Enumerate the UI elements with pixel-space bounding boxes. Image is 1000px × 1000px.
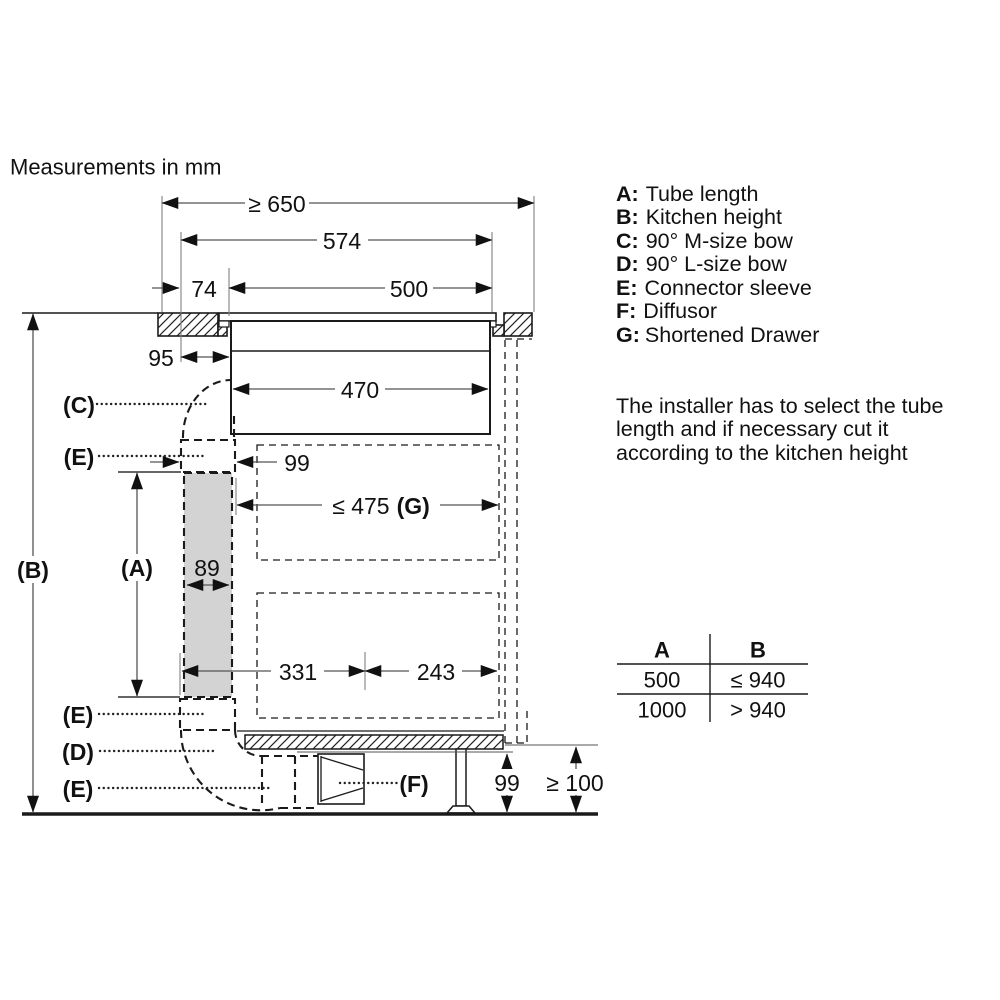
plinth-panel — [244, 734, 504, 750]
table-cell-a1: 500 — [644, 668, 681, 693]
dim-value-worktop-depth: ≥ 650 — [248, 191, 305, 217]
label-sleeve-mid: (E) — [63, 702, 94, 728]
diffusor-funnel-bottom — [320, 787, 364, 802]
ab-table: A B 500 ≤ 940 1000 > 940 — [617, 634, 808, 723]
dim-value-hob-body-width: 470 — [341, 377, 379, 403]
dim-value-tube-width: 89 — [194, 555, 220, 581]
worktop-hatch-right — [503, 312, 533, 337]
part-labels: (C) (E) (B) (A) (E) (D) (E) (F) — [17, 392, 429, 802]
label-sleeve-top: (E) — [64, 444, 95, 470]
foot-stem — [455, 748, 467, 807]
dimension-lines — [26, 196, 583, 813]
cabinet-outlines — [256, 338, 532, 744]
dim-value-floor-clearance: ≥ 100 — [546, 770, 603, 796]
dim-value-drawer-depth: ≤ 475(G) — [332, 493, 430, 519]
dimension-values: ≥ 650 574 74 500 95 470 99 ≤ 475(G) 89 3… — [148, 191, 603, 796]
legend: A:Tube length B:Kitchen height C:90° M-s… — [616, 182, 819, 347]
plinth-area — [237, 730, 598, 814]
bow-l-size-outer — [179, 729, 281, 812]
label-diffusor: (F) — [399, 771, 428, 797]
legend-item-c: C:90° M-size bow — [616, 229, 793, 253]
hob — [218, 312, 497, 435]
note-line-2: length and if necessary cut it — [616, 417, 889, 441]
legend-item-d: D:90° L-size bow — [616, 252, 787, 276]
label-leaders — [95, 402, 399, 790]
dim-value-plinth-height: 99 — [494, 770, 520, 796]
dim-value-front-offset: 74 — [191, 276, 217, 302]
dim-value-cutout-width: 500 — [390, 276, 428, 302]
worktop-hatch-right-step — [492, 324, 505, 337]
label-tube-length: (A) — [121, 555, 153, 581]
legend-item-a: A:Tube length — [616, 182, 758, 206]
text-backgrounds — [12, 192, 610, 795]
bow-m-size — [181, 378, 232, 439]
diffusor-box — [317, 753, 365, 805]
table-cell-b2: > 940 — [730, 698, 786, 723]
page-title: Measurements in mm — [10, 155, 222, 180]
bow-l-size-inner — [233, 729, 262, 758]
hob-body — [230, 320, 491, 435]
note-line-1: The installer has to select the tube — [616, 394, 943, 418]
label-sleeve-bottom: (E) — [63, 776, 94, 802]
label-bow-m: (C) — [63, 392, 95, 418]
label-bow-l: (D) — [62, 739, 94, 765]
diffusor-funnel-top — [320, 756, 364, 771]
dim-value-rear-offset: 95 — [148, 345, 174, 371]
legend-item-b: B:Kitchen height — [616, 205, 782, 229]
note-line-3: according to the kitchen height — [616, 441, 908, 465]
dim-value-sleeve-offset: 99 — [284, 450, 310, 476]
dim-value-duct-right: 243 — [417, 659, 455, 685]
dim-value-hob-width: 574 — [323, 228, 362, 254]
extension-lines — [118, 196, 535, 698]
legend-item-e: E:Connector sleeve — [616, 276, 812, 300]
legend-item-f: F:Diffusor — [616, 299, 717, 323]
diffusor — [317, 753, 365, 805]
worktop-hatch-left — [157, 312, 219, 337]
table-cell-b1: ≤ 940 — [731, 668, 786, 693]
hob-glass-plate — [218, 312, 497, 322]
label-kitchen-height: (B) — [17, 557, 49, 583]
installer-note: The installer has to select the tube len… — [616, 394, 943, 465]
connector-sleeve-top — [179, 438, 237, 474]
legend-item-g: G:Shortened Drawer — [616, 323, 819, 347]
dim-value-duct-left: 331 — [279, 659, 317, 685]
shortened-drawer-box — [256, 444, 500, 561]
table-cell-a2: 1000 — [638, 698, 687, 723]
foot-base — [445, 805, 477, 814]
lower-drawer-box — [256, 592, 500, 719]
table-header-a: A — [654, 638, 670, 663]
hob-glass-lip-left — [218, 320, 230, 328]
table-header-b: B — [750, 638, 766, 663]
